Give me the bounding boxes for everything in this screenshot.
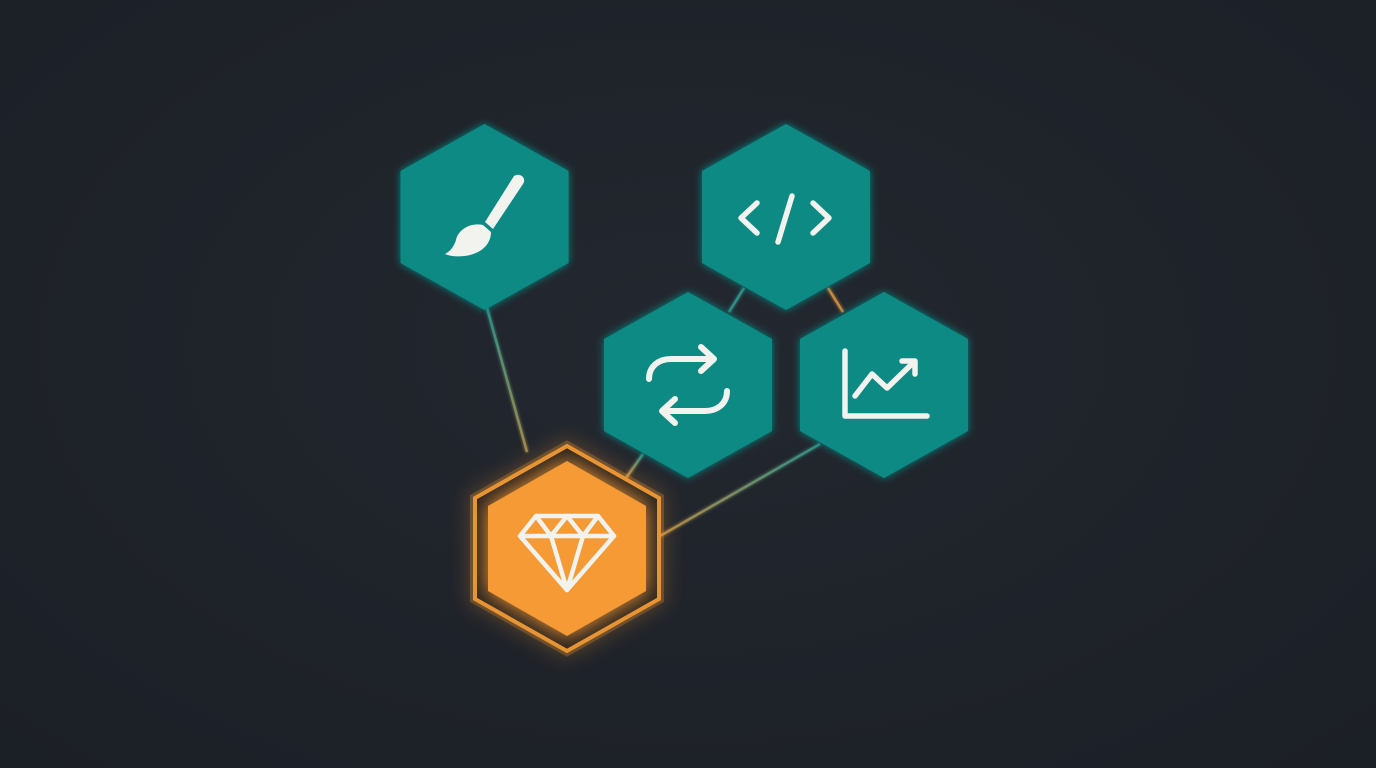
trend-chart-icon [842,348,930,419]
paintbrush-icon [445,174,525,257]
node-code[interactable] [702,124,870,310]
edge-analytics-value [659,442,821,538]
hexagon-shape [488,461,646,636]
node-sync[interactable] [604,292,772,478]
node-analytics[interactable] [800,292,968,478]
edges [485,214,845,538]
code-brackets-icon [738,193,832,245]
diamond-icon [517,513,617,593]
edge-sync-value [625,453,644,479]
node-design[interactable] [400,124,569,310]
edge-code-analytics [826,287,845,313]
edge-code-sync [727,287,746,313]
hexagon-shape [604,292,772,478]
node-value[interactable] [470,440,664,657]
refresh-arrows-icon [646,344,730,426]
edge-design-value [485,307,529,453]
hexagon-shape [400,124,569,310]
